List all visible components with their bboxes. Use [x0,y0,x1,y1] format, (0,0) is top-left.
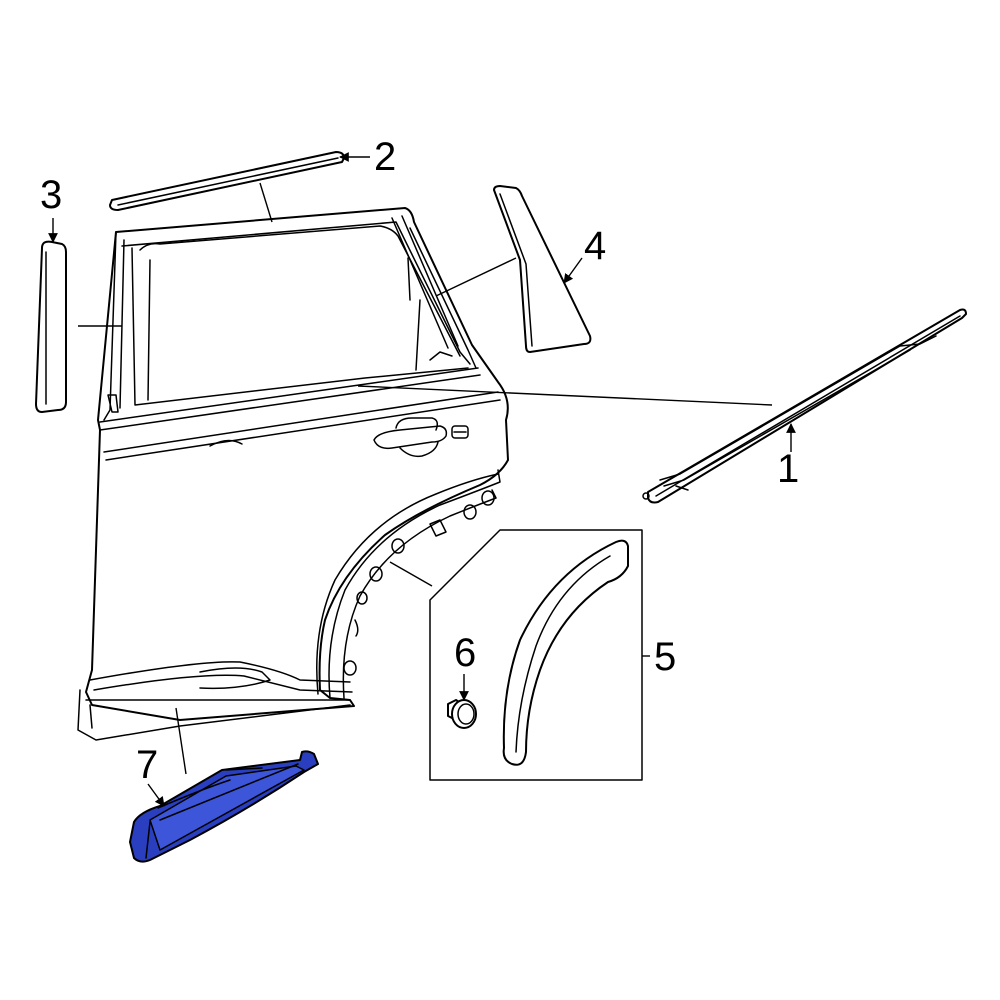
callout-1: 1 [777,447,799,491]
callout-arrows [48,152,796,807]
callout-3: 3 [40,173,62,217]
door-handle [373,417,469,458]
rear-door [77,207,509,741]
callout-6: 6 [454,631,476,675]
callout-5: 5 [654,635,676,679]
part-2-upper-molding [109,151,345,223]
callout-2: 2 [374,135,396,179]
callout-7: 7 [136,743,158,787]
part-1-belt-molding [357,308,967,504]
part-4-rear-applique [435,185,592,353]
part-6-clip [447,699,477,729]
part-5-wheel-arch-molding [502,539,629,766]
callout-4: 4 [584,224,606,268]
part-box-5-6 [389,529,650,781]
